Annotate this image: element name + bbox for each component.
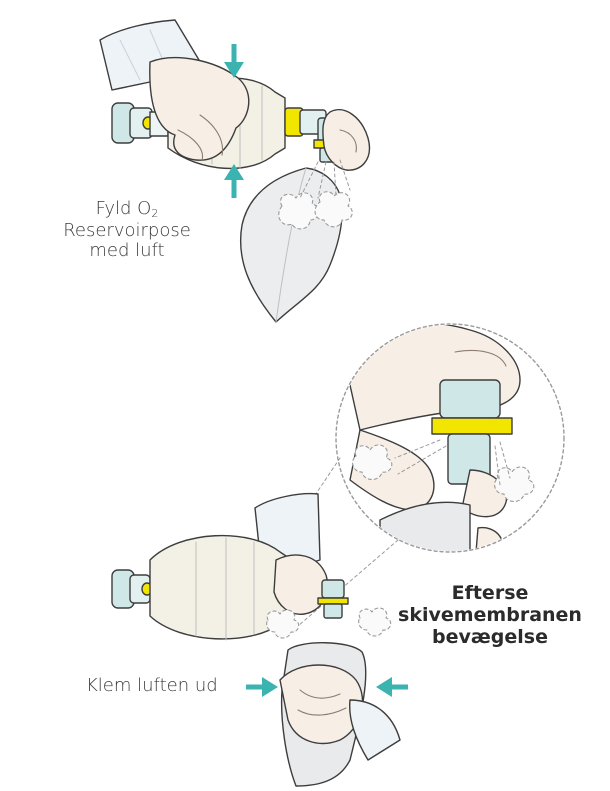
- fill-label-subscript: 2: [151, 207, 158, 220]
- sleeve-bottom-right: [350, 700, 400, 760]
- squeeze-air-label: Klem luften ud: [86, 676, 218, 697]
- arrow-left-icon: [376, 677, 408, 697]
- arrow-up-icon: [224, 164, 244, 198]
- bottom-scene: [112, 494, 400, 786]
- check-label-line2: bevægelse: [432, 626, 548, 648]
- check-membrane-label: Efterse skivemembranen bevægelse: [372, 583, 608, 649]
- arrow-right-icon: [246, 677, 278, 697]
- fill-label-line2: med luft: [89, 240, 164, 261]
- reservoir-bag-top: [241, 168, 342, 322]
- fill-label-text-a: Fyld O: [96, 198, 152, 219]
- check-label-line1: Efterse skivemembranen: [398, 582, 582, 626]
- fill-label-text-b: Reservoirpose: [63, 220, 191, 241]
- hand-bottom-top: [274, 555, 328, 614]
- fill-reservoir-label: Fyld O2 Reservoirpose med luft: [36, 199, 218, 262]
